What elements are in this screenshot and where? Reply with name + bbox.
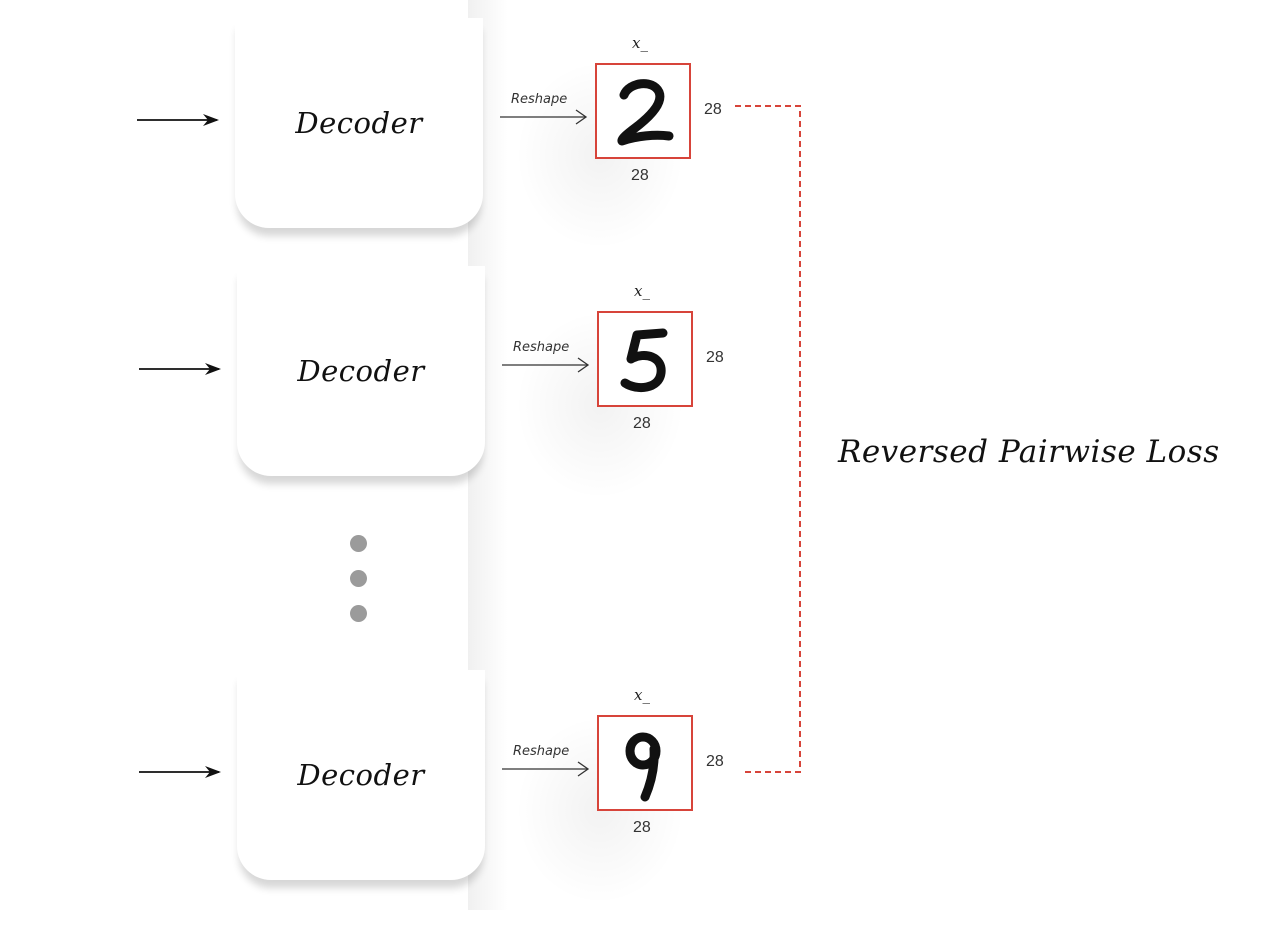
reshape-arrow-2 bbox=[502, 357, 590, 373]
digit-image-2 bbox=[595, 63, 691, 159]
decoder-label: Decoder bbox=[295, 106, 423, 140]
output-height-3: 28 bbox=[633, 819, 651, 836]
output-height-1: 28 bbox=[631, 167, 649, 184]
input-arrow-2 bbox=[139, 363, 221, 375]
reshape-label-2: Reshape bbox=[513, 340, 570, 355]
output-width-1: 28 bbox=[704, 101, 722, 118]
input-arrow-3 bbox=[139, 766, 221, 778]
ellipsis-dot bbox=[350, 605, 367, 622]
decoder-block-3: Decoder bbox=[237, 670, 485, 880]
input-arrow-1 bbox=[137, 114, 219, 126]
output-width-2: 28 bbox=[706, 349, 724, 366]
ellipsis-dot bbox=[350, 535, 367, 552]
output-height-2: 28 bbox=[633, 415, 651, 432]
loss-label: Reversed Pairwise Loss bbox=[838, 434, 1220, 470]
ellipsis-dot bbox=[350, 570, 367, 587]
output-symbol-1: x_ bbox=[632, 34, 648, 52]
decoder-label: Decoder bbox=[297, 758, 425, 792]
output-symbol-2: x_ bbox=[634, 282, 650, 300]
decoder-label: Decoder bbox=[297, 354, 425, 388]
reshape-label-1: Reshape bbox=[511, 92, 568, 107]
output-symbol-3: x_ bbox=[634, 686, 650, 704]
reshape-label-3: Reshape bbox=[513, 744, 570, 759]
reshape-arrow-3 bbox=[502, 761, 590, 777]
reshape-arrow-1 bbox=[500, 109, 588, 125]
output-width-3: 28 bbox=[706, 753, 724, 770]
decoder-block-1: Decoder bbox=[235, 18, 483, 228]
digit-image-5 bbox=[597, 311, 693, 407]
digit-image-9 bbox=[597, 715, 693, 811]
decoder-block-2: Decoder bbox=[237, 266, 485, 476]
